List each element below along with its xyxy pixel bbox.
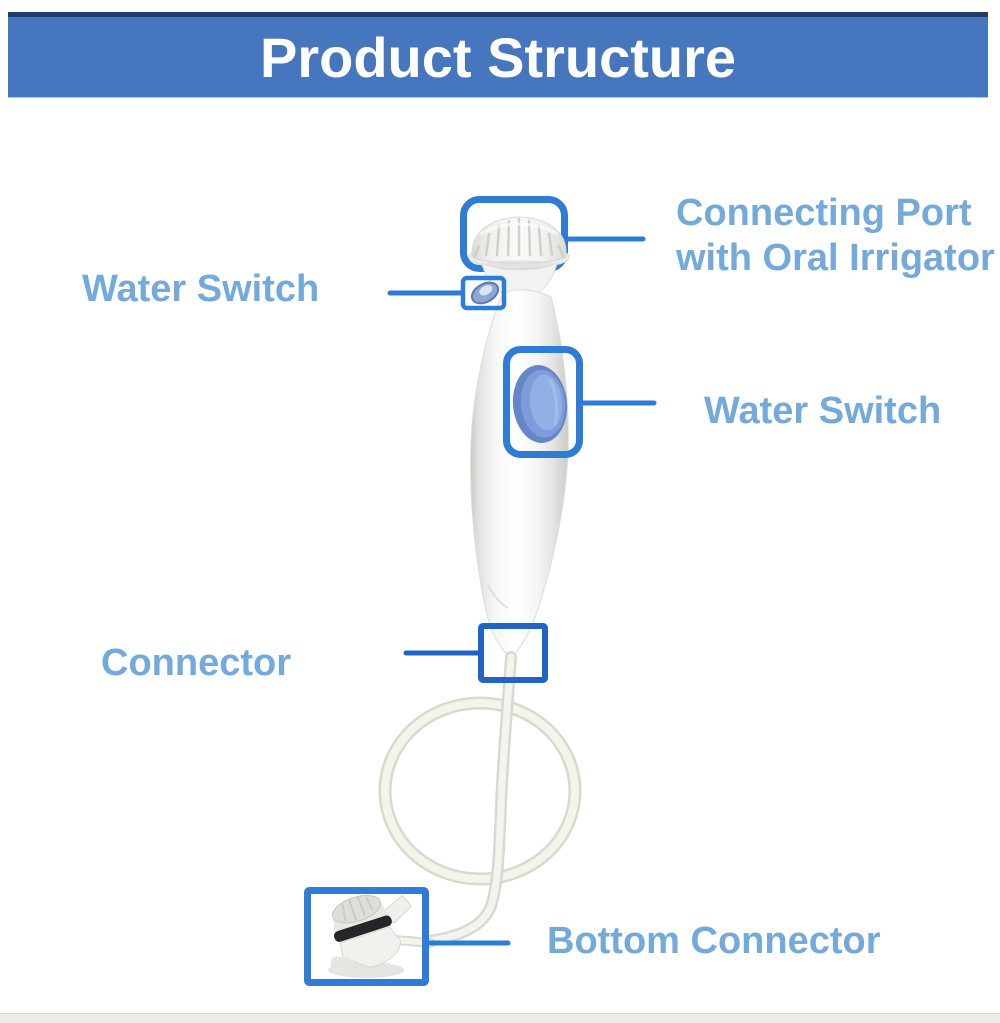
connecting-port-cap <box>468 216 570 298</box>
label-water-switch-side: Water Switch <box>704 390 942 432</box>
page-title: Product Structure <box>259 25 737 89</box>
label-connecting-port-line2: with Oral Irrigator <box>676 237 995 279</box>
callout-box-bottom-connector <box>304 887 429 986</box>
side-water-switch-button <box>512 365 568 443</box>
handle-body <box>470 289 569 658</box>
label-connecting-port: Connecting Port with Oral Irrigator <box>676 191 995 281</box>
footer-strip <box>0 1013 1000 1023</box>
title-bar: Product Structure <box>8 12 988 97</box>
label-bottom-connector: Bottom Connector <box>547 920 881 962</box>
hose-tube <box>422 651 517 947</box>
label-connecting-port-line1: Connecting Port <box>676 192 972 234</box>
label-connector: Connector <box>101 642 291 684</box>
top-water-switch <box>470 281 500 305</box>
label-water-switch-top: Water Switch <box>82 268 320 310</box>
bottom-connector-fitting <box>328 894 435 978</box>
hose-coil <box>378 696 582 886</box>
